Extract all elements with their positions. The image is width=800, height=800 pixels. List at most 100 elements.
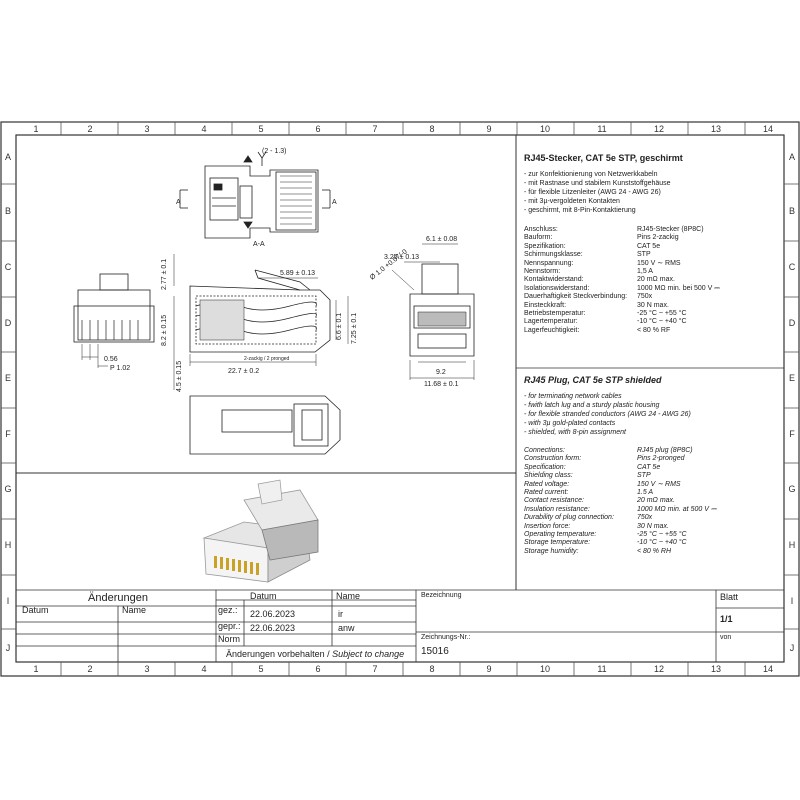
svg-text:8: 8 [429, 124, 434, 134]
svg-text:6: 6 [315, 124, 320, 134]
changes-heading: Änderungen [88, 592, 148, 604]
svg-text:1: 1 [33, 664, 38, 674]
spec-bullet: - fwith latch lug and a sturdy plastic h… [524, 402, 660, 409]
dim-325: 3.25 ± 0.13 [384, 254, 419, 261]
spec-row: Isolationswiderstand:1000 MΩ min. bei 50… [524, 284, 720, 292]
drawn-date: 22.06.2023 [250, 609, 296, 619]
svg-text:9: 9 [486, 124, 491, 134]
dim-66: 6.6 ± 0.1 [336, 313, 343, 340]
spec-row: Schirmungsklasse:STP [524, 251, 651, 259]
spec-row: Durability of plug connection:750x [524, 514, 653, 522]
changes-date-header: Datum [22, 605, 49, 615]
column-numbers-bottom: 1 2 3 4 5 6 7 8 9 10 11 12 13 14 [33, 664, 773, 674]
svg-text:J: J [790, 643, 795, 653]
svg-text:2: 2 [87, 124, 92, 134]
dim-227: 22.7 ± 0.2 [228, 368, 259, 375]
svg-text:A: A [5, 152, 11, 162]
spec-row: Operating temperature:-25 °C ~ +55 °C [524, 531, 687, 539]
norm-label: Norm [218, 634, 240, 644]
row-letters-right: A B C D E F G H I J [788, 152, 795, 653]
dim-92: 9.2 [436, 369, 446, 376]
svg-text:11: 11 [597, 664, 606, 674]
dim-277: 2.77 ± 0.1 [161, 259, 168, 290]
svg-text:9: 9 [486, 664, 491, 674]
spec-bullet: - zur Konfektionierung von Netzwerkkabel… [524, 171, 658, 178]
svg-text:11: 11 [597, 124, 606, 134]
section-title: A-A [253, 241, 265, 248]
spec-row: Dauerhaftigkeit Steckverbindung:750x [524, 293, 653, 301]
spec-row: Nennspannung:150 V ∼ RMS [524, 259, 681, 267]
svg-text:I: I [791, 596, 794, 606]
svg-text:B: B [5, 206, 11, 216]
svg-text:J: J [6, 643, 11, 653]
spec-row: Storage temperature:-10 °C ~ +40 °C [524, 539, 687, 547]
section-view-aa [179, 151, 331, 239]
disclaimer: Änderungen vorbehalten / Subject to chan… [226, 649, 405, 659]
section-marker-right: A [332, 199, 337, 206]
changes-name-header: Name [122, 605, 147, 615]
svg-text:3: 3 [144, 124, 149, 134]
dim-pronged: 2-zackig / 2 pronged [244, 356, 290, 362]
side-view [173, 254, 349, 390]
svg-text:F: F [5, 429, 11, 439]
checked-label: gepr.: [218, 621, 241, 631]
svg-text:E: E [5, 373, 11, 383]
svg-text:10: 10 [540, 124, 550, 134]
drawing-number: 15016 [421, 646, 449, 657]
spec-row: Lagertemperatur:-10 °C ~ +40 °C [524, 318, 687, 326]
spec-row: Rated voltage:150 V ∼ RMS [524, 480, 681, 488]
title-block-lines [16, 589, 784, 662]
spec-row: Bauform:Pins 2-zackig [524, 234, 679, 242]
svg-text:2: 2 [87, 664, 92, 674]
spec-row: Contact resistance:20 mΩ max. [524, 497, 676, 505]
spec-row: Specification:CAT 5e [524, 463, 661, 471]
svg-text:13: 13 [711, 664, 721, 674]
dim-45: 4.5 ± 0.15 [176, 361, 183, 392]
spec-bullet: - für flexible Litzenleiter (AWG 24 - AW… [524, 189, 661, 196]
svg-text:10: 10 [540, 664, 550, 674]
svg-text:C: C [5, 262, 12, 272]
spec-row: Storage humidity:< 80 % RH [524, 547, 672, 555]
spec-row: Anschluss:RJ45-Stecker (8P8C) [524, 226, 704, 233]
svg-text:G: G [4, 484, 11, 494]
svg-text:B: B [789, 206, 795, 216]
spec-row: Connections:RJ45 plug (8P8C) [524, 447, 693, 454]
sheet-value: 1/1 [720, 614, 733, 624]
svg-text:C: C [789, 262, 796, 272]
checked-name: anw [338, 623, 355, 633]
svg-text:6: 6 [315, 664, 320, 674]
spec-row: Lagerfeuchtigkeit:< 80 % RF [524, 326, 671, 334]
spec-bullet: - mit 3µ-vergoldeten Kontakten [524, 198, 620, 205]
dim-82: 8.2 ± 0.15 [161, 315, 168, 346]
dim-056: 0.56 [104, 356, 118, 363]
svg-text:13: 13 [711, 124, 721, 134]
column-ticks [60, 122, 746, 676]
row-ticks [1, 183, 799, 630]
spec-row: Spezifikation:CAT 5e [524, 242, 661, 250]
svg-text:5: 5 [258, 664, 263, 674]
dim-725: 7.25 ± 0.1 [351, 313, 358, 344]
product-illustration [202, 479, 319, 583]
svg-text:4: 4 [201, 664, 206, 674]
svg-text:D: D [789, 318, 796, 328]
svg-text:G: G [788, 484, 795, 494]
spec-row: Insulation resistance:1000 MΩ min. at 50… [524, 505, 717, 513]
row-letters-left: A B C D E F G H I J [4, 152, 11, 653]
svg-text:14: 14 [763, 124, 773, 134]
svg-text:4: 4 [201, 124, 206, 134]
dim-1168: 11.68 ± 0.1 [424, 381, 459, 388]
dim-61: 6.1 ± 0.08 [426, 236, 457, 243]
checked-date: 22.06.2023 [250, 623, 296, 633]
spec-row: Shielding class:STP [524, 472, 651, 480]
bottom-view [189, 395, 341, 455]
svg-text:H: H [5, 540, 12, 550]
svg-text:8: 8 [429, 664, 434, 674]
spec-title-en: RJ45 Plug, CAT 5e STP shielded [524, 375, 662, 385]
of-label: von [720, 634, 732, 641]
dim-pitch: P 1.02 [110, 365, 130, 372]
spec-row: Betriebstemperatur:-25 °C ~ +55 °C [524, 310, 687, 318]
approval-date-header: Datum [250, 591, 277, 601]
drawn-name: ir [338, 609, 343, 619]
front-view [73, 273, 155, 368]
